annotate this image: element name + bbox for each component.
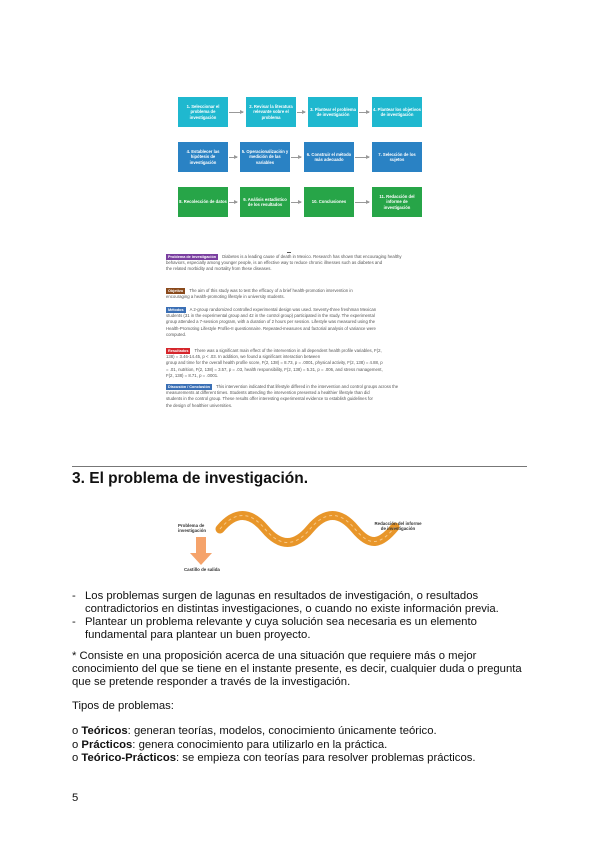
abstract-line: computed.	[166, 332, 428, 338]
abstract-line-text: = .01, nutrition, F(2, 138) = 3.57, p = …	[166, 366, 383, 372]
flow-arrow	[355, 200, 370, 204]
abstract-line-text: Diabetes is a leading cause of death in …	[222, 254, 402, 259]
section-rule	[72, 466, 527, 467]
flow-arrow	[291, 155, 302, 159]
type-term: Teóricos	[81, 725, 128, 737]
abstract-line: group and time for the overall health pr…	[166, 360, 428, 366]
page-number: 5	[72, 792, 79, 804]
bullet-1-line-1: Los problemas surgen de lagunas en resul…	[85, 590, 479, 602]
flow-step-11: 10. Conclusiones	[304, 187, 354, 217]
abstract-line: = .01, nutrition, F(2, 138) = 3.57, p = …	[166, 367, 428, 373]
abstract-line: the related morbidity and mortality from…	[166, 266, 428, 272]
abstract-line: 138) = 3.46-14.45, p < .03. In addition,…	[166, 354, 428, 360]
flow-arrow	[359, 110, 370, 114]
abstract-line-text: A 2-group randomized controlled experime…	[189, 307, 377, 312]
flow-step-6: 5. Operacionalización y medición de las …	[240, 142, 290, 172]
bullet-2-line-2: fundamental para plantear un buen proyec…	[85, 629, 311, 641]
abstract-line: measurements at different times. Student…	[166, 390, 428, 396]
winding-road	[190, 511, 400, 565]
flow-step-3: 3. Plantear el problema de investigación	[308, 97, 358, 127]
exit-arrow-shaft	[196, 537, 206, 555]
types-title: Tipos de problemas:	[72, 700, 174, 712]
abstract-line: F(2, 138) = 8.71, p = .0001.	[166, 373, 428, 379]
abstract-line-text: This intervention indicated that lifesty…	[215, 384, 399, 389]
section-heading: 3. El problema de investigación.	[72, 470, 309, 487]
abstract-line-text: computed.	[166, 331, 187, 337]
flow-arrow	[291, 200, 302, 204]
flow-arrow	[229, 110, 244, 114]
abstract-line-text: encouraging a health-promoting lifestyle…	[166, 294, 285, 300]
abstract-line: students in the control group. These res…	[166, 396, 428, 402]
bullet-dash: -	[72, 616, 76, 628]
abstract-line-text: measurements at different times. Student…	[166, 390, 370, 396]
paragraph-line: conocimiento del que se tiene en el inst…	[72, 663, 522, 675]
abstract-line: encouraging a health-promoting lifestyle…	[166, 294, 428, 300]
separator-dash	[287, 252, 291, 253]
paragraph-line: que se pretende responder a través de la…	[72, 676, 351, 688]
flow-step-4: 4. Plantear los objetivos de investigaci…	[372, 97, 422, 127]
flow-step-10: 9. Análisis estadístico de los resultado…	[240, 187, 290, 217]
abstract-line-text: group and time for the overall health pr…	[166, 360, 383, 366]
road-exit-label: Castillo de salida	[184, 567, 220, 572]
type-desc: : generan teorías, modelos, conocimiento…	[127, 725, 437, 737]
abstract-section-tag: Resultados	[166, 348, 191, 355]
flow-arrow	[297, 110, 306, 114]
paragraph-line: * Consiste en una proposición acerca de …	[72, 650, 477, 662]
abstract-line-text: the related morbidity and mortality from…	[166, 266, 272, 272]
type-prefix: o	[72, 752, 82, 764]
flow-step-9: 8. Recolección de datos	[178, 187, 228, 217]
type-prefix: o	[72, 739, 82, 751]
flow-step-8: 7. Selección de los sujetos	[372, 142, 422, 172]
type-item-practicos: o Prácticos: genera conocimiento para ut…	[72, 739, 387, 753]
type-term: Prácticos	[81, 739, 133, 751]
flow-step-1: 1. Seleccionar el problema de investigac…	[178, 97, 228, 127]
flow-step-2: 2. Revisar la literatura relevante sobre…	[246, 97, 296, 127]
abstract-line: students (31 in the experimental group a…	[166, 313, 428, 319]
abstract-line: the design of healthier universities.	[166, 403, 428, 409]
abstract-line-text: 138) = 3.46-14.45, p < .03. In addition,…	[166, 354, 321, 360]
type-item-teoricos: o Teóricos: generan teorías, modelos, co…	[72, 725, 437, 739]
bullet-1-line-2: contradictorios en distintas investigaci…	[85, 603, 499, 615]
flow-arrow	[229, 200, 238, 204]
flow-arrow	[355, 155, 370, 159]
abstract-section-tag: Problema de investigación	[166, 254, 219, 261]
type-desc: : se empieza con teorías para resolver p…	[176, 752, 476, 764]
flow-step-7: 6. Construir el método más adecuado	[304, 142, 354, 172]
road-end-label: Redacción del informe de investigación	[374, 521, 422, 532]
abstract-section-tag: Objetivo	[166, 288, 186, 295]
abstract-line-text: Health-Promoting Lifestyle Profile-II qu…	[166, 325, 376, 331]
abstract-section-tag: Discusión / Conclusión	[166, 384, 212, 391]
road-centerline	[219, 515, 396, 543]
flow-step-12: 11. Redacción del informe de investigaci…	[372, 187, 422, 217]
abstract-line: Health-Promoting Lifestyle Profile-II qu…	[166, 326, 428, 332]
abstract-line-text: There was a significant main effect of t…	[194, 348, 382, 353]
abstract-line-text: The aim of this study was to test the ef…	[189, 288, 353, 293]
abstract-line-text: students (31 in the experimental group a…	[166, 313, 375, 319]
bullet-2-line-1: Plantear un problema relevante y cuya so…	[85, 616, 477, 628]
type-desc: : genera conocimiento para utilizarlo en…	[132, 739, 388, 751]
exit-arrow-head	[190, 553, 212, 565]
abstract-line: behaviors, especially among younger peop…	[166, 260, 428, 266]
road-start-label: Problema de investigación	[178, 523, 207, 534]
type-term: Teórico-Prácticos	[81, 752, 177, 764]
type-item-teorico-practicos: o Teórico-Prácticos: se empieza con teor…	[72, 752, 476, 766]
abstract-line-text: F(2, 138) = 8.71, p = .0001.	[166, 372, 219, 378]
abstract-section-tag: Métodos	[166, 307, 186, 314]
abstract-line-text: students in the control group. These res…	[166, 396, 373, 402]
abstract-line-text: the design of healthier universities.	[166, 402, 233, 408]
abstract-line: group attended a 7-session program, with…	[166, 319, 428, 325]
flow-step-5: 4. Establecer las hipótesis de investiga…	[178, 142, 228, 172]
flow-arrow	[229, 155, 238, 159]
type-prefix: o	[72, 725, 82, 737]
abstract-line-text: behaviors, especially among younger peop…	[166, 260, 383, 266]
abstract-line-text: group attended a 7-session program, with…	[166, 319, 375, 325]
bullet-dash: -	[72, 590, 76, 602]
road-path	[215, 511, 400, 547]
